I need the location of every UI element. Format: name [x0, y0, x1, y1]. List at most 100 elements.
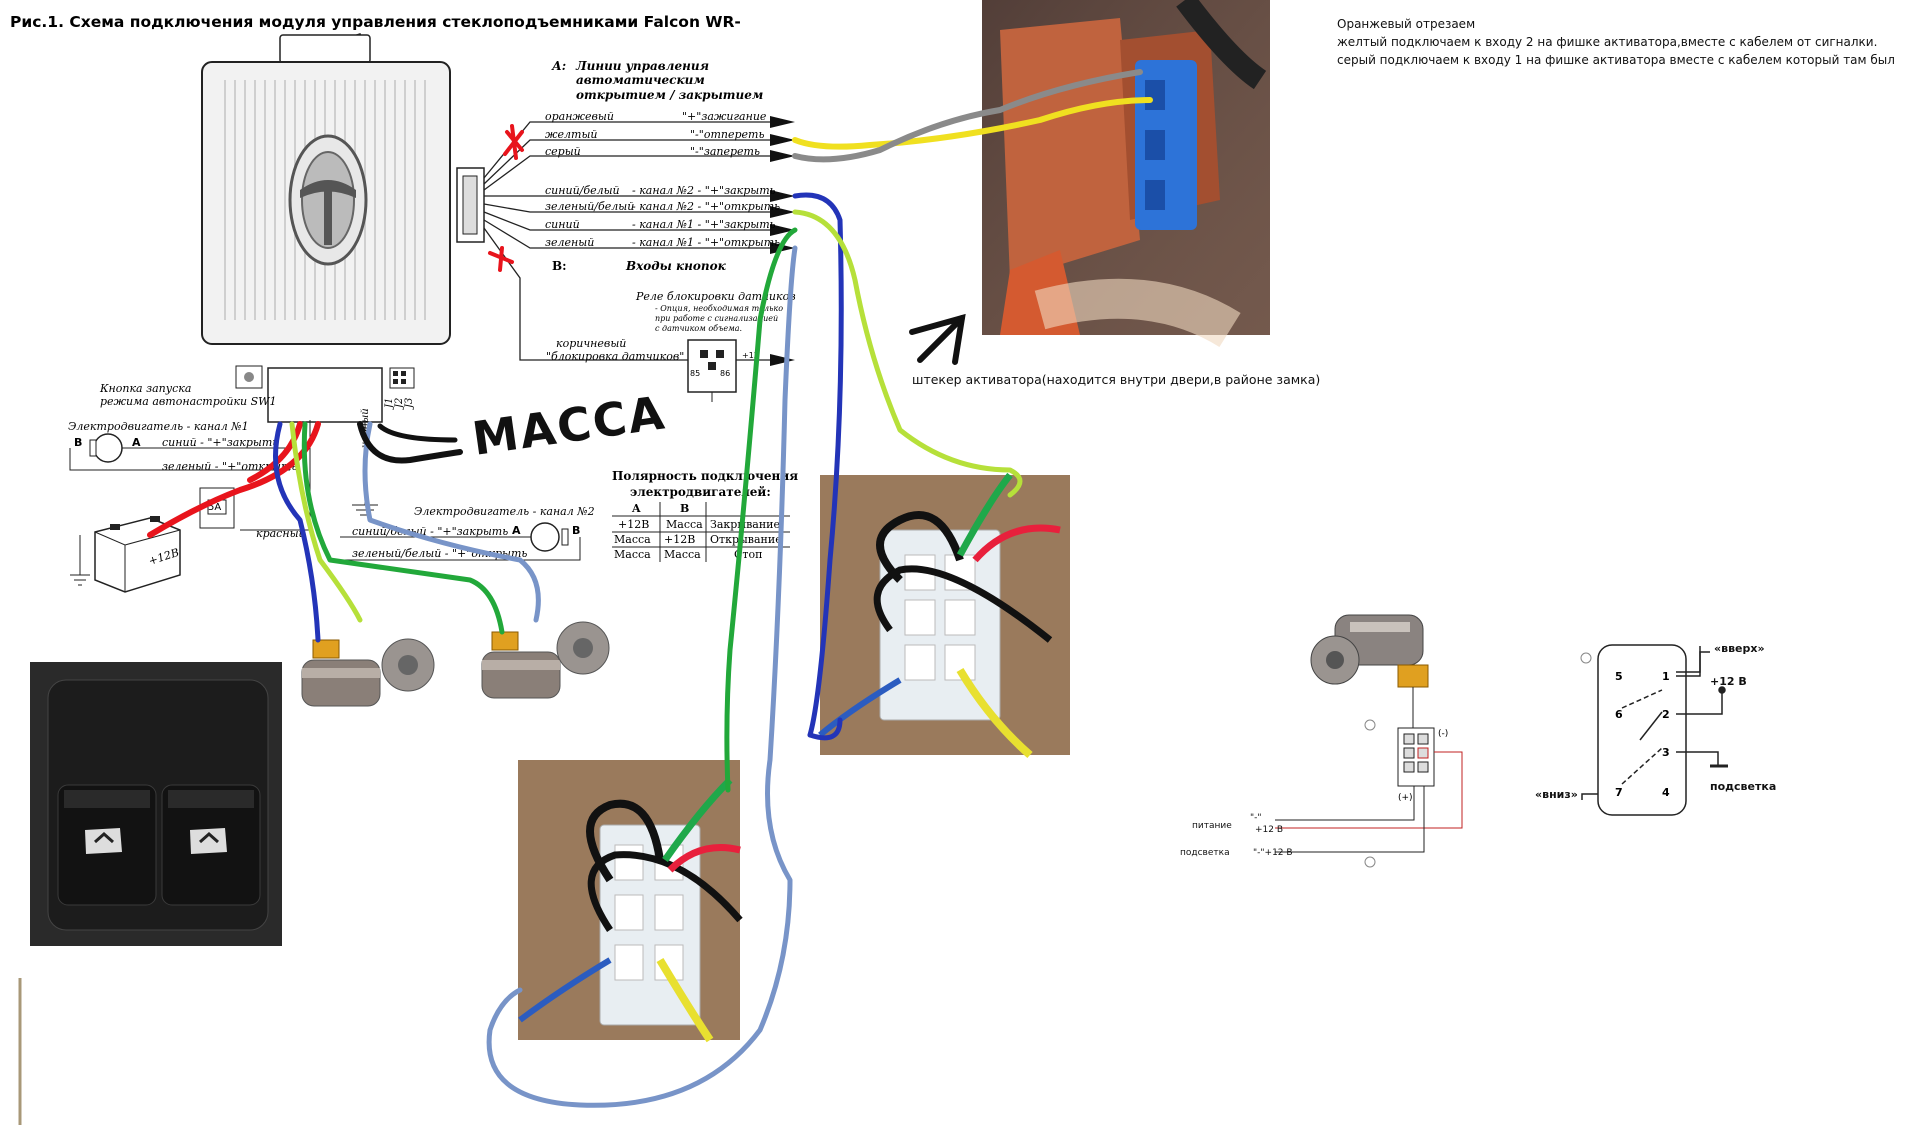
svg-text:"-": "-" — [1250, 813, 1262, 823]
wire-b-greenwhite-signal: - канал №2 - "+"открыть — [632, 200, 780, 213]
relay-note-1: - Опция, необходимая только — [655, 304, 783, 313]
diagram-title: Рис.1. Схема подключения модуля управлен… — [10, 13, 741, 31]
autoset-button-label-1: Кнопка запуска — [99, 382, 191, 395]
wire-b-green: зеленый — [545, 236, 594, 249]
wire-a-gray-signal: "-"запереть — [690, 145, 760, 158]
control-module — [201, 33, 485, 423]
switch-up-label: «вверх» — [1714, 642, 1765, 655]
section-b-title: Входы кнопок — [625, 259, 727, 273]
relay-wire-signal: "блокировка датчиков" — [546, 350, 684, 363]
svg-text:5: 5 — [1615, 670, 1623, 683]
actuator-caption: штекер активатора(находится внутри двери… — [912, 372, 1320, 387]
svg-text:Масса: Масса — [614, 533, 651, 546]
svg-text:1: 1 — [1662, 670, 1670, 683]
svg-text:+12: +12 — [742, 351, 759, 360]
svg-text:7: 7 — [1615, 786, 1623, 799]
svg-text:6: 6 — [1615, 708, 1623, 721]
autoset-button-label-2: режима автонастройки SW1 — [100, 395, 276, 408]
wire-b-bluewhite: синий/белый — [545, 184, 620, 197]
wire-b-greenwhite: зеленый/белый — [545, 200, 634, 213]
wire-a-orange-signal: "+"зажигание — [682, 110, 767, 123]
switch-down-label: «вниз» — [1535, 788, 1578, 801]
jumper-j1: J1 — [384, 398, 395, 410]
svg-text:+12В: +12В — [618, 518, 649, 531]
svg-text:(-): (-) — [1438, 729, 1448, 739]
connector-photo-bottom — [518, 760, 743, 1043]
switch-backlight-label: подсветка — [1710, 780, 1776, 793]
relay-wire: коричневый — [556, 337, 626, 350]
motor-picture-1 — [301, 638, 435, 707]
relay-title: Реле блокировки датчиков — [635, 290, 796, 303]
wire-b-green-signal: - канал №1 - "+"открыть — [632, 236, 780, 249]
massa-label: МАССА — [469, 385, 669, 466]
svg-text:B: B — [572, 524, 580, 537]
svg-text:5A: 5A — [208, 502, 221, 513]
svg-text:(+): (+) — [1398, 793, 1413, 803]
jumper-block — [389, 367, 415, 389]
section-a: А: Линии управления автоматическим откры… — [483, 59, 795, 366]
motor-channel-1: Электродвигатель - канал №1 B A синий - … — [68, 420, 297, 473]
motor-1-wire-1: синий - "+"закрыть — [162, 436, 278, 449]
wire-b-bluewhite-signal: - канал №2 - "+"закрыть — [632, 184, 776, 197]
note-line-1: Оранжевый отрезаем — [1337, 17, 1475, 31]
svg-text:4: 4 — [1662, 786, 1670, 799]
svg-text:+12 В: +12 В — [1255, 825, 1283, 835]
section-a-title-2: автоматическим — [576, 73, 705, 87]
actuator-plug-photo — [982, 0, 1270, 348]
motor-1-label: Электродвигатель - канал №1 — [68, 420, 249, 433]
jumper-j3: J3 — [404, 398, 415, 410]
section-a-label: А: — [551, 59, 566, 73]
wire-b-blue-signal: - канал №1 - "+"закрыть — [632, 218, 776, 231]
cut-marks — [488, 124, 524, 272]
motor-channel-2: Электродвигатель - канал №2 A B синий/бе… — [340, 505, 595, 561]
svg-text:B: B — [680, 502, 689, 515]
light-label: подсветка — [1180, 848, 1230, 858]
relay-note-2: при работе с сигнализацией — [655, 314, 778, 323]
relay-note-3: с датчиком объема. — [655, 324, 742, 333]
wire-a-yellow-signal: "-"отпереть — [690, 128, 764, 141]
section-a-title-1: Линии управления — [575, 59, 709, 73]
svg-text:B: B — [74, 436, 82, 449]
wire-a-yellow: желтый — [545, 128, 598, 141]
overlay-wires — [147, 69, 1153, 1108]
switch-schematic: «вверх» «вниз» +12 В подсветка 5 1 6 2 3… — [1535, 642, 1776, 816]
section-a-title-3: открытием / закрытием — [576, 88, 763, 102]
polarity-title-2: электродвигателей: — [630, 485, 771, 499]
red-wire-label: красный — [256, 527, 306, 540]
svg-text:A: A — [132, 436, 141, 449]
note-line-2: желтый подключаем к входу 2 на фишке акт… — [1337, 35, 1877, 49]
note-line-3: серый подключаем к входу 1 на фишке акти… — [1337, 53, 1895, 67]
connector-photo-right — [818, 472, 1070, 759]
jumper-j2: J2 — [394, 398, 405, 410]
motor-2-wire-1: синий/белый - "+"закрыть — [352, 525, 508, 538]
svg-text:Масса: Масса — [664, 548, 701, 561]
svg-text:Открывание: Открывание — [710, 533, 782, 546]
power-label: питание — [1192, 821, 1232, 831]
svg-text:Масса: Масса — [666, 518, 703, 531]
relay-block: Реле блокировки датчиков - Опция, необхо… — [546, 290, 796, 402]
svg-text:3: 3 — [1662, 746, 1670, 759]
polarity-title-1: Полярность подключения — [612, 469, 798, 483]
svg-text:Масса: Масса — [614, 548, 651, 561]
switch-plus-label: +12 В — [1710, 675, 1747, 688]
svg-text:Закрывание: Закрывание — [710, 518, 780, 531]
wire-a-orange: оранжевый — [545, 110, 614, 123]
battery: +12В — [70, 516, 181, 593]
wire-a-gray: серый — [545, 145, 581, 158]
polarity-table: Полярность подключения электродвигателей… — [612, 469, 798, 562]
window-switch-photo — [30, 662, 282, 946]
svg-text:2: 2 — [1662, 708, 1670, 721]
svg-text:A: A — [512, 524, 521, 537]
svg-text:A: A — [631, 502, 641, 515]
pointer-arrow — [909, 313, 966, 365]
svg-text:"-"+12 В: "-"+12 В — [1253, 848, 1293, 858]
svg-text:85: 85 — [690, 369, 700, 378]
section-b-label: В: — [552, 259, 567, 273]
svg-text:86: 86 — [720, 369, 730, 378]
motor-picture-2 — [481, 621, 610, 699]
wire-b-blue: синий — [545, 218, 580, 231]
motor-2-label: Электродвигатель - канал №2 — [414, 505, 595, 518]
svg-text:+12В: +12В — [664, 533, 695, 546]
motor-connection-diagram: (-) (+) питание "-" +12 В подсветка "-"+… — [1180, 614, 1463, 868]
